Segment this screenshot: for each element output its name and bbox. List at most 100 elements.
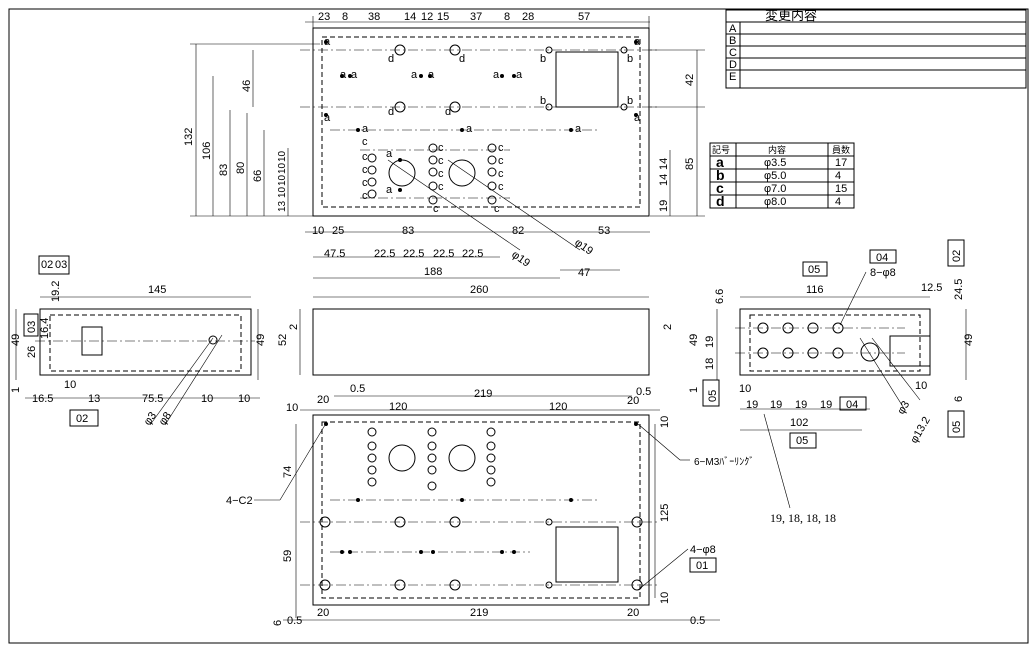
hole-label: b <box>540 53 546 65</box>
hole-label: c <box>438 155 444 167</box>
dim-label: 13 <box>88 393 100 405</box>
hole-label: c <box>362 177 368 189</box>
front-view-outline <box>312 308 650 376</box>
dim-label: 1 <box>688 387 700 393</box>
front-view: 260 52 2 2 <box>277 284 674 376</box>
hole-symbol: a <box>716 154 724 170</box>
hole-content: φ7.0 <box>764 183 786 195</box>
dim-label: 49 <box>255 334 267 346</box>
left-view-outline <box>39 308 252 376</box>
hole-table-header-symbol: 記号 <box>712 144 730 155</box>
dim-label: 10 <box>312 225 324 237</box>
a-hole-dots <box>324 40 638 192</box>
dim-label: 22.5 <box>374 248 395 260</box>
part-tag: 02 <box>951 250 963 262</box>
right-side-view: 05 04 02 8−φ8 116 12.5 6.6 24.5 49 19 18… <box>688 239 975 525</box>
hole-note: 4−φ8 <box>690 544 716 556</box>
dim-label: 260 <box>470 284 488 296</box>
hole-label: a <box>428 69 435 81</box>
hole-label: c <box>438 142 444 154</box>
dim-label: 10 <box>64 379 76 391</box>
revision-row-b: B <box>729 35 736 47</box>
hole-content: φ5.0 <box>764 170 786 182</box>
dim-label: 53 <box>598 225 610 237</box>
part-tag: 05 <box>707 390 719 402</box>
spacing-note: 19, 18, 18, 18 <box>770 511 836 525</box>
hole-label: c <box>498 155 504 167</box>
revision-title: 変更内容 <box>765 8 817 23</box>
hole-label: a <box>386 148 393 160</box>
top-view: a a a a a a a a a a a a a a a b b b b d … <box>183 11 705 279</box>
dim-label: 116 <box>806 284 824 296</box>
dim-label: 38 <box>368 11 380 23</box>
dim-label: 22.5 <box>462 248 483 260</box>
dim-label: 82 <box>512 225 524 237</box>
hole-qty: 4 <box>835 196 841 208</box>
hole-label: b <box>540 95 546 107</box>
dim-label: 20 <box>627 395 639 407</box>
hole-label: a <box>324 112 331 124</box>
dim-label: 12.5 <box>921 282 942 294</box>
part-tag: 04 <box>876 252 888 264</box>
hole-label: c <box>362 136 368 148</box>
dim-label: 85 <box>684 158 696 170</box>
revision-table-frame <box>725 9 1027 89</box>
part-tag: 05 <box>951 421 963 433</box>
big-hole-right <box>448 159 476 187</box>
dim-label: 19 <box>746 399 758 411</box>
right-view-outline <box>739 308 931 376</box>
dim-label: 19 <box>820 399 832 411</box>
hole-label: a <box>411 69 418 81</box>
dim-label: 66 <box>252 170 264 182</box>
hole-label: d <box>388 53 394 65</box>
hole-content: φ8.0 <box>764 196 786 208</box>
hole-qty: 17 <box>835 157 847 169</box>
dim-label: 10 <box>286 402 298 414</box>
dim-label: 6 <box>953 396 965 402</box>
dim-label: 6.6 <box>714 289 726 304</box>
part-tag: 05 <box>808 264 820 276</box>
dim-label: 37 <box>470 11 482 23</box>
revision-table: 変更内容 A B C D E <box>725 8 1027 89</box>
dim-label: 16.5 <box>32 393 53 405</box>
dim-label: 23 <box>318 11 330 23</box>
dim-label: 10 <box>277 174 288 186</box>
hole-note: 8−φ8 <box>870 267 896 279</box>
dim-label: 12 <box>421 11 433 23</box>
dim-label: 2 <box>288 324 300 330</box>
hole-label: a <box>351 69 358 81</box>
dim-label: 10 <box>739 383 751 395</box>
hole-label: a <box>634 112 641 124</box>
chamfer-note: 4−C2 <box>226 495 253 507</box>
part-tag: 02 <box>76 413 88 425</box>
dim-label: 28 <box>522 11 534 23</box>
hole-label: c <box>362 164 368 176</box>
hole-label: a <box>324 36 331 48</box>
dim-label: 145 <box>148 284 166 296</box>
dim-label: 10 <box>915 380 927 392</box>
hole-label: a <box>516 69 523 81</box>
dim-label: 16.4 <box>39 318 51 339</box>
hole-table-frame <box>709 142 855 209</box>
hole-label: c <box>498 168 504 180</box>
hole-label: b <box>627 95 633 107</box>
left-side-view: 02 03 145 19.2 16.4 03 49 26 49 1 10 16.… <box>10 255 267 428</box>
dim-label: 14 <box>404 11 416 23</box>
part-tag: 05 <box>796 435 808 447</box>
hole-symbol: d <box>716 193 725 209</box>
hole-label: c <box>494 203 500 215</box>
dim-label: 10 <box>659 592 671 604</box>
dim-label: 26 <box>26 346 38 358</box>
hole-label: d <box>459 53 465 65</box>
dim-label: 8 <box>342 11 348 23</box>
hole-label: c <box>362 151 368 163</box>
big-hole-left <box>388 159 416 187</box>
hole-qty: 4 <box>835 170 841 182</box>
dim-label: 24.5 <box>953 279 965 300</box>
dim-label: φ13.2 <box>908 415 933 446</box>
bottom-c-hole-grid <box>367 427 496 491</box>
dim-label: 19.2 <box>50 281 62 302</box>
revision-row-a: A <box>729 23 737 35</box>
hole-label: a <box>493 69 500 81</box>
dim-label: 6 <box>272 620 284 626</box>
